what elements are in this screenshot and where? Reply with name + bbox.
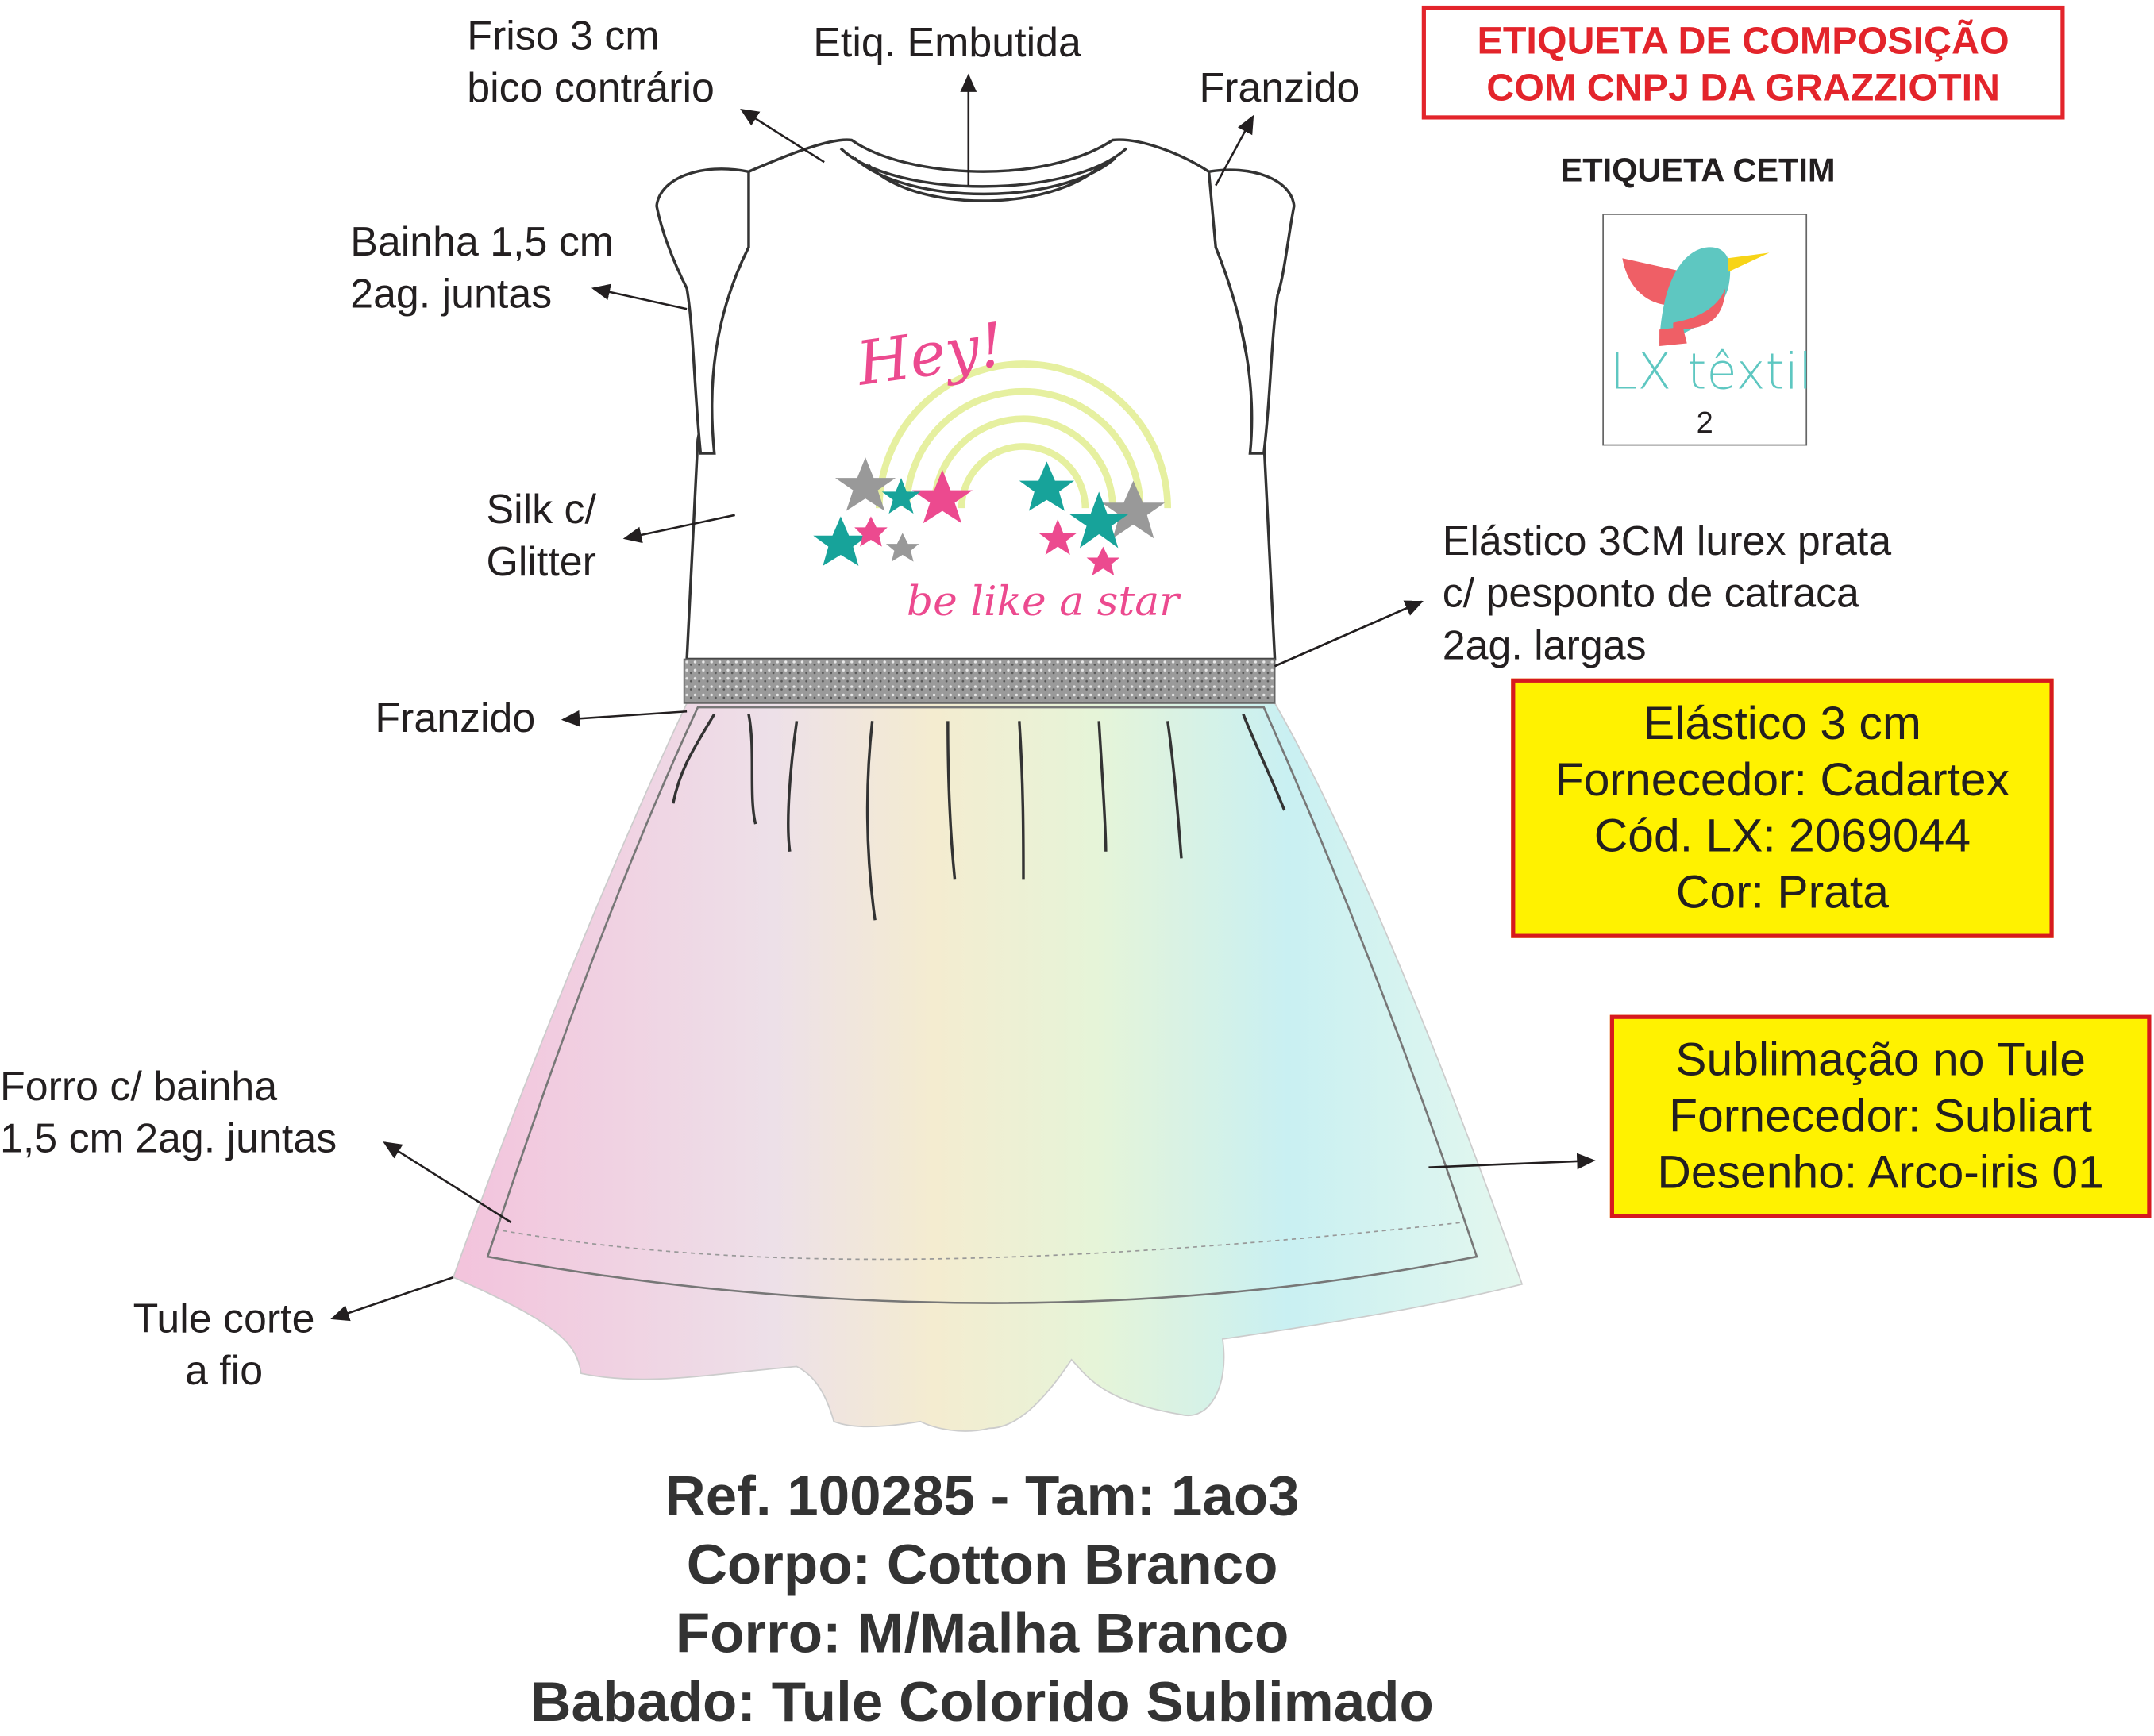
right-sleeve xyxy=(1207,168,1296,455)
tulle-skirt xyxy=(452,702,1524,1432)
label-franzido-top: Franzido xyxy=(1199,66,1360,112)
collar xyxy=(839,147,1127,202)
lining xyxy=(486,706,1478,1304)
hummingbird-logo xyxy=(1622,247,1770,347)
satin-label-brand: LX têxtil xyxy=(1609,345,1813,402)
label-etiq-embutida: Etiq. Embutida xyxy=(813,20,1081,67)
print-hey: Hey! xyxy=(853,310,1008,400)
gathers xyxy=(672,713,1286,921)
left-sleeve xyxy=(655,167,750,455)
satin-label-size: 2 xyxy=(1696,405,1713,440)
print-slogan: be like a star xyxy=(906,578,1179,626)
star-icons xyxy=(813,457,1166,575)
glitter-waistband xyxy=(683,658,1276,704)
satin-label-title: ETIQUETA CETIM xyxy=(1560,152,1836,190)
rainbow-print xyxy=(876,360,1171,509)
label-franzido-waist: Franzido xyxy=(375,696,536,742)
label-silk: Silk c/Glitter xyxy=(486,487,596,586)
